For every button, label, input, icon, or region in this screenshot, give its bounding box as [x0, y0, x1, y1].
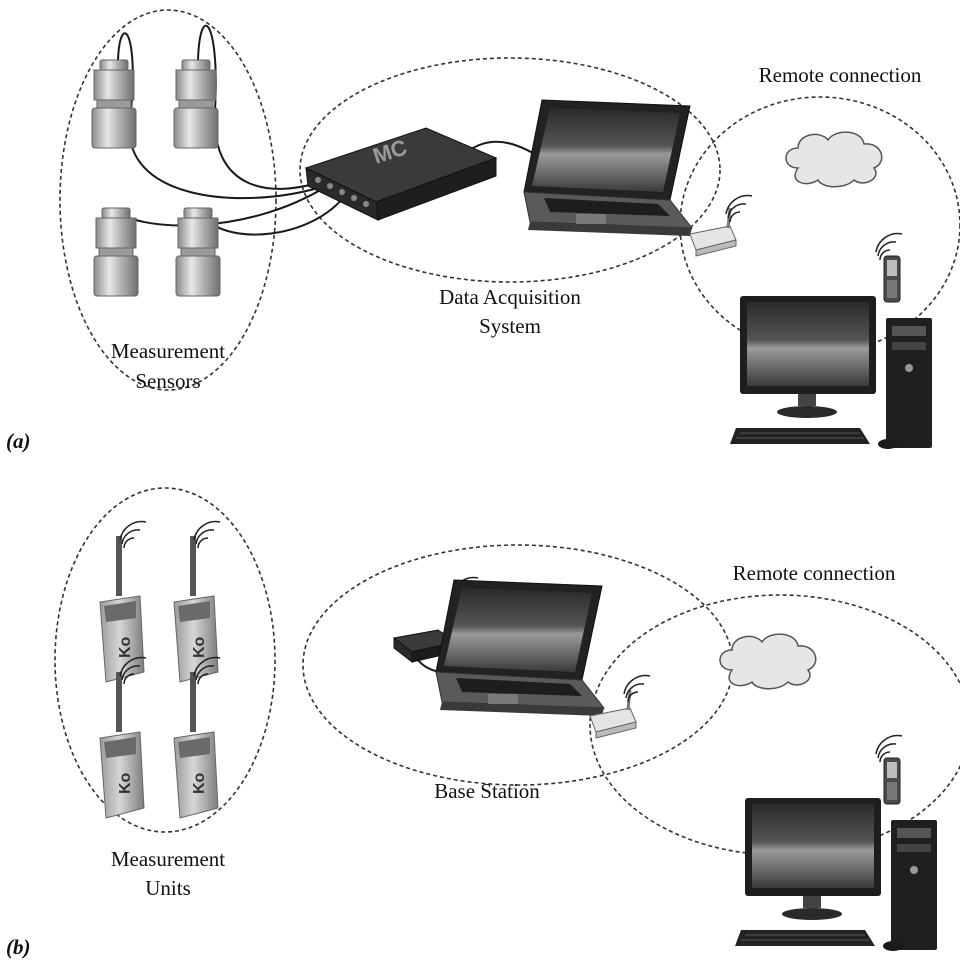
mobile-phone-icon	[883, 255, 901, 303]
laptop-icon	[523, 99, 693, 237]
panel-b: Remote connection Base Station Measureme…	[6, 487, 960, 959]
sensors-label-line-2: Sensors	[135, 369, 200, 393]
desktop-computer-icon	[734, 797, 938, 952]
accelerometer-sensor-icon	[175, 207, 221, 297]
wireless-measurement-unit-icon	[99, 671, 145, 819]
wireless-measurement-unit-icon	[99, 535, 145, 683]
wireless-signal-icon	[119, 520, 147, 549]
cloud-icon	[785, 131, 883, 188]
units-label-line-1: Measurement	[111, 847, 225, 871]
accelerometer-sensor-icon	[173, 59, 219, 149]
base-station-label: Base Station	[434, 779, 540, 803]
units-label-line-2: Units	[145, 876, 191, 900]
sensors-label-line-1: Measurement	[111, 339, 225, 363]
wireless-measurement-unit-icon	[173, 671, 219, 819]
mobile-phone-icon	[883, 757, 901, 805]
cloud-icon	[719, 633, 817, 690]
accelerometer-sensor-icon	[91, 59, 137, 149]
remote-connection-label-b: Remote connection	[733, 561, 896, 585]
sensors-group-boundary	[59, 9, 277, 391]
panel-b-tag: (b)	[6, 935, 31, 959]
panel-a: Remote connection Data Acquisition Syste…	[6, 9, 960, 453]
remote-connection-label-a: Remote connection	[759, 63, 922, 87]
wireless-measurement-unit-icon	[173, 535, 219, 683]
accelerometer-sensor-icon	[93, 207, 139, 297]
desktop-computer-icon	[729, 295, 933, 450]
daq-group-boundary	[299, 57, 721, 283]
wireless-signal-icon	[193, 520, 221, 549]
daq-label-line-2: System	[479, 314, 541, 338]
units-group-boundary	[54, 487, 276, 833]
laptop-icon	[435, 579, 605, 717]
daq-label-line-1: Data Acquisition	[439, 285, 581, 309]
panel-a-tag: (a)	[6, 429, 31, 453]
